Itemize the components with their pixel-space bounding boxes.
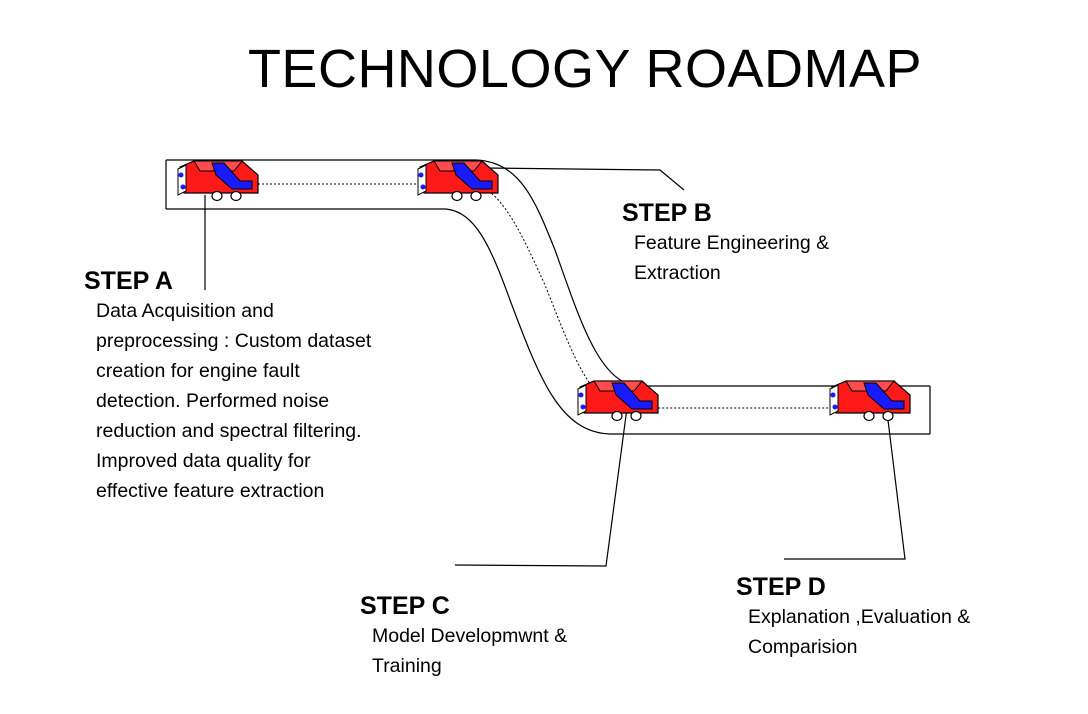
road-inner-edge [166, 208, 930, 435]
step-a: STEP A Data Acquisition and preprocessin… [84, 266, 386, 506]
car-icon [417, 160, 499, 202]
step-heading: STEP B [622, 199, 712, 227]
step-description: Data Acquisition and preprocessing : Cus… [96, 300, 372, 502]
leader-line-step-c [454, 407, 628, 567]
step-description: Feature Engineering & Extraction [634, 232, 830, 284]
step-description: Explanation ,Evaluation & Comparision [748, 606, 971, 658]
step-heading: STEP D [736, 573, 826, 601]
page-title: TECHNOLOGY ROADMAP [247, 39, 923, 99]
car-icon [177, 160, 259, 202]
road-outer-edge [166, 159, 930, 387]
leader-line-step-d [784, 411, 906, 560]
step-d: STEP D Explanation ,Evaluation & Compari… [736, 572, 1038, 662]
step-heading: STEP C [360, 592, 450, 620]
car-icon [829, 380, 911, 422]
car-icon [577, 380, 659, 422]
step-description: Model Developmwnt & Training [372, 625, 568, 677]
step-c: STEP C Model Developmwnt & Training [360, 591, 632, 681]
leader-lines [204, 167, 906, 567]
leader-line-step-b [483, 167, 685, 191]
step-heading: STEP A [84, 267, 173, 295]
step-b: STEP B Feature Engineering & Extraction [622, 198, 884, 288]
